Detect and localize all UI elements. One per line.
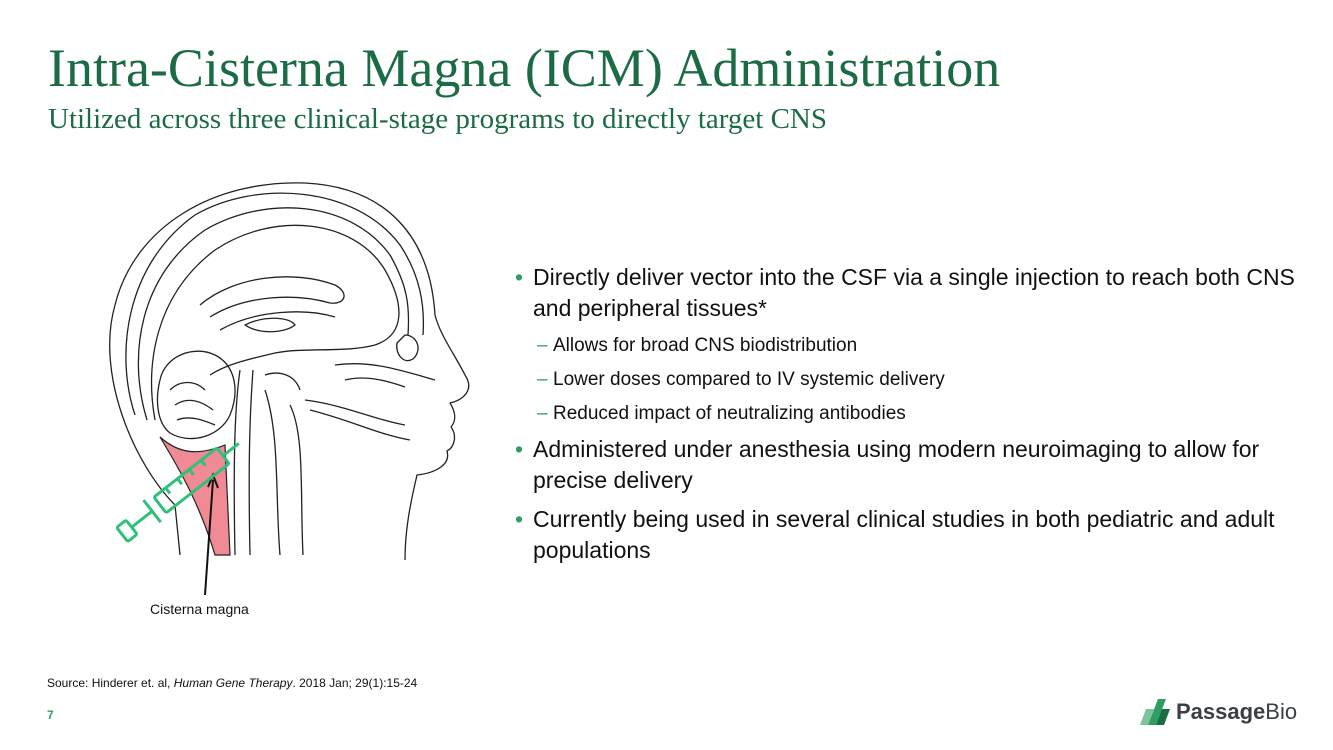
slide-title: Intra-Cisterna Magna (ICM) Administratio…	[48, 38, 1001, 98]
bullet-list: • Directly deliver vector into the CSF v…	[515, 262, 1305, 574]
bullet-item: • Directly deliver vector into the CSF v…	[515, 264, 1295, 321]
page-number: 7	[47, 708, 54, 722]
head-anatomy-illustration	[109, 182, 470, 595]
bullet-item: • Currently being used in several clinic…	[515, 506, 1275, 563]
bullet-item: • Administered under anesthesia using mo…	[515, 436, 1260, 493]
passage-bio-logo: PassageBio	[1140, 697, 1297, 727]
sub-bullet-item: – Reduced impact of neutralizing antibod…	[515, 400, 1305, 427]
logo-mark-icon	[1140, 699, 1170, 725]
syringe-icon	[115, 442, 240, 543]
bullet-dot-icon: •	[515, 436, 524, 462]
slide-subtitle: Utilized across three clinical-stage pro…	[48, 103, 827, 135]
cisterna-magna-label: Cisterna magna	[150, 601, 249, 617]
dash-icon: –	[537, 335, 548, 356]
bullet-dot-icon: •	[515, 506, 524, 532]
sub-bullet-item: – Lower doses compared to IV systemic de…	[515, 366, 1305, 393]
bullet-dot-icon: •	[515, 264, 524, 290]
dash-icon: –	[537, 403, 548, 424]
sub-bullet-item: – Allows for broad CNS biodistribution	[515, 332, 1305, 359]
source-citation: Source: Hinderer et. al, Human Gene Ther…	[47, 676, 418, 690]
dash-icon: –	[537, 369, 548, 390]
